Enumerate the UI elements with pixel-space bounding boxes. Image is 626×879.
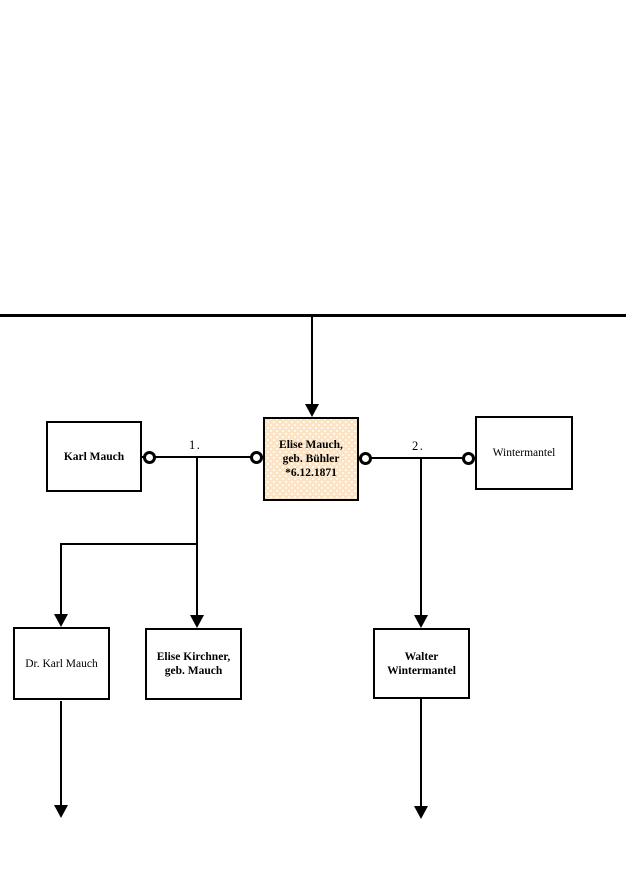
person-birthdate: *6.12.1871 [285,467,337,479]
person-box-walter-wintermantel[interactable]: Walter Wintermantel [373,628,470,699]
descendants-arrow-line-walter [420,699,422,807]
person-name-line: Elise Kirchner, [156,651,231,663]
person-box-wintermantel[interactable]: Wintermantel [475,416,573,490]
arrow-down-icon [190,615,204,628]
marriage-1-connector-right-circle[interactable] [250,451,263,464]
person-box-dr-karl-mauch[interactable]: Dr. Karl Mauch [13,627,110,700]
arrow-down-icon [305,404,319,417]
marriage-1-connector-left-circle[interactable] [143,451,156,464]
person-box-elise-mauch-selected[interactable]: Elise Mauch, geb. Bühler *6.12.1871 [263,417,359,501]
marriage-2-connector-right-circle[interactable] [462,452,475,465]
arrow-down-icon [414,615,428,628]
person-name-line: Elise Mauch, [279,439,343,451]
descent-arrow-line-to-elise-mauch [311,317,313,405]
marriage-1-children-drop-line [196,457,198,616]
marriage-1-line [142,456,263,458]
marriage-1-number-label: 1. [189,438,202,452]
person-name-line: Wintermantel [387,664,456,677]
arrow-down-icon [54,614,68,627]
person-name: Dr. Karl Mauch [25,657,98,670]
arrow-down-icon [414,806,428,819]
children-branch-line [60,543,198,545]
person-box-karl-mauch[interactable]: Karl Mauch [46,421,142,492]
arrow-down-icon [54,805,68,818]
branch-drop-line-to-dr-karl [60,543,62,615]
person-name-line: Walter [404,650,439,663]
ancestor-generation-line [0,314,626,317]
person-name-line: geb. Mauch [164,665,223,677]
marriage-2-line [359,457,475,459]
person-name-line: geb. Bühler [282,453,340,465]
marriage-2-child-drop-line [420,458,422,616]
descendants-arrow-line-dr-karl [60,701,62,806]
person-box-elise-kirchner[interactable]: Elise Kirchner, geb. Mauch [145,628,242,700]
person-name: Karl Mauch [63,450,125,463]
person-name: Wintermantel [492,447,556,459]
marriage-2-number-label: 2. [412,439,425,453]
marriage-2-connector-left-circle[interactable] [359,452,372,465]
